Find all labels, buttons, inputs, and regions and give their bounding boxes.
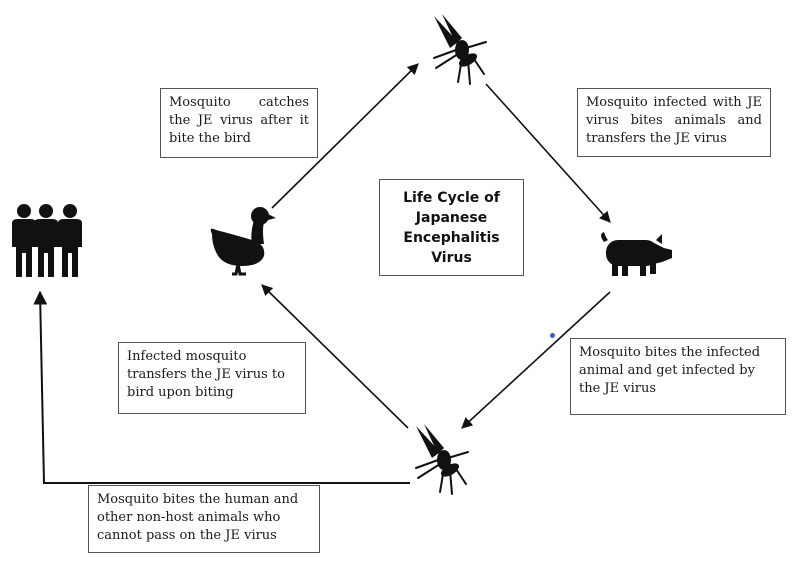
pig-icon — [601, 232, 672, 276]
arrow-bottom-mosquito-to-people — [33, 290, 410, 484]
arrow-bottom-mosquito-to-bird — [261, 284, 409, 429]
label-mosquito-catches: Mosquito catches the JE virus after it b… — [160, 88, 318, 158]
label-bites-infected-animal: Mosquito bites the infected animal and g… — [570, 338, 786, 415]
label-text: Infected mosquito transfers the JE virus… — [127, 349, 285, 400]
label-mosquito-bites-animals: Mosquito infected with JE virus bites an… — [577, 88, 771, 157]
label-transfers-to-bird: Infected mosquito transfers the JE virus… — [118, 342, 306, 414]
diagram-title: Life Cycle of Japanese Encephalitis Viru… — [379, 179, 524, 276]
people-icon — [12, 204, 82, 277]
mosquito-icon — [433, 14, 487, 85]
diagram-title-text: Life Cycle of Japanese Encephalitis Viru… — [403, 190, 500, 266]
bird-icon — [210, 207, 276, 276]
label-text: Mosquito bites the infected animal and g… — [579, 345, 761, 396]
label-bites-human: Mosquito bites the human and other non-h… — [88, 485, 320, 553]
label-text: Mosquito catches the JE virus after it b… — [169, 95, 309, 146]
label-text: Mosquito infected with JE virus bites an… — [586, 95, 762, 146]
stray-dot — [550, 333, 555, 338]
arrow-pig-to-bottom-mosquito — [461, 291, 611, 429]
arrow-bird-to-top-mosquito — [271, 63, 419, 209]
mosquito-icon — [415, 424, 469, 495]
arrow-top-mosquito-to-pig — [485, 83, 611, 223]
label-text: Mosquito bites the human and other non-h… — [97, 492, 299, 543]
